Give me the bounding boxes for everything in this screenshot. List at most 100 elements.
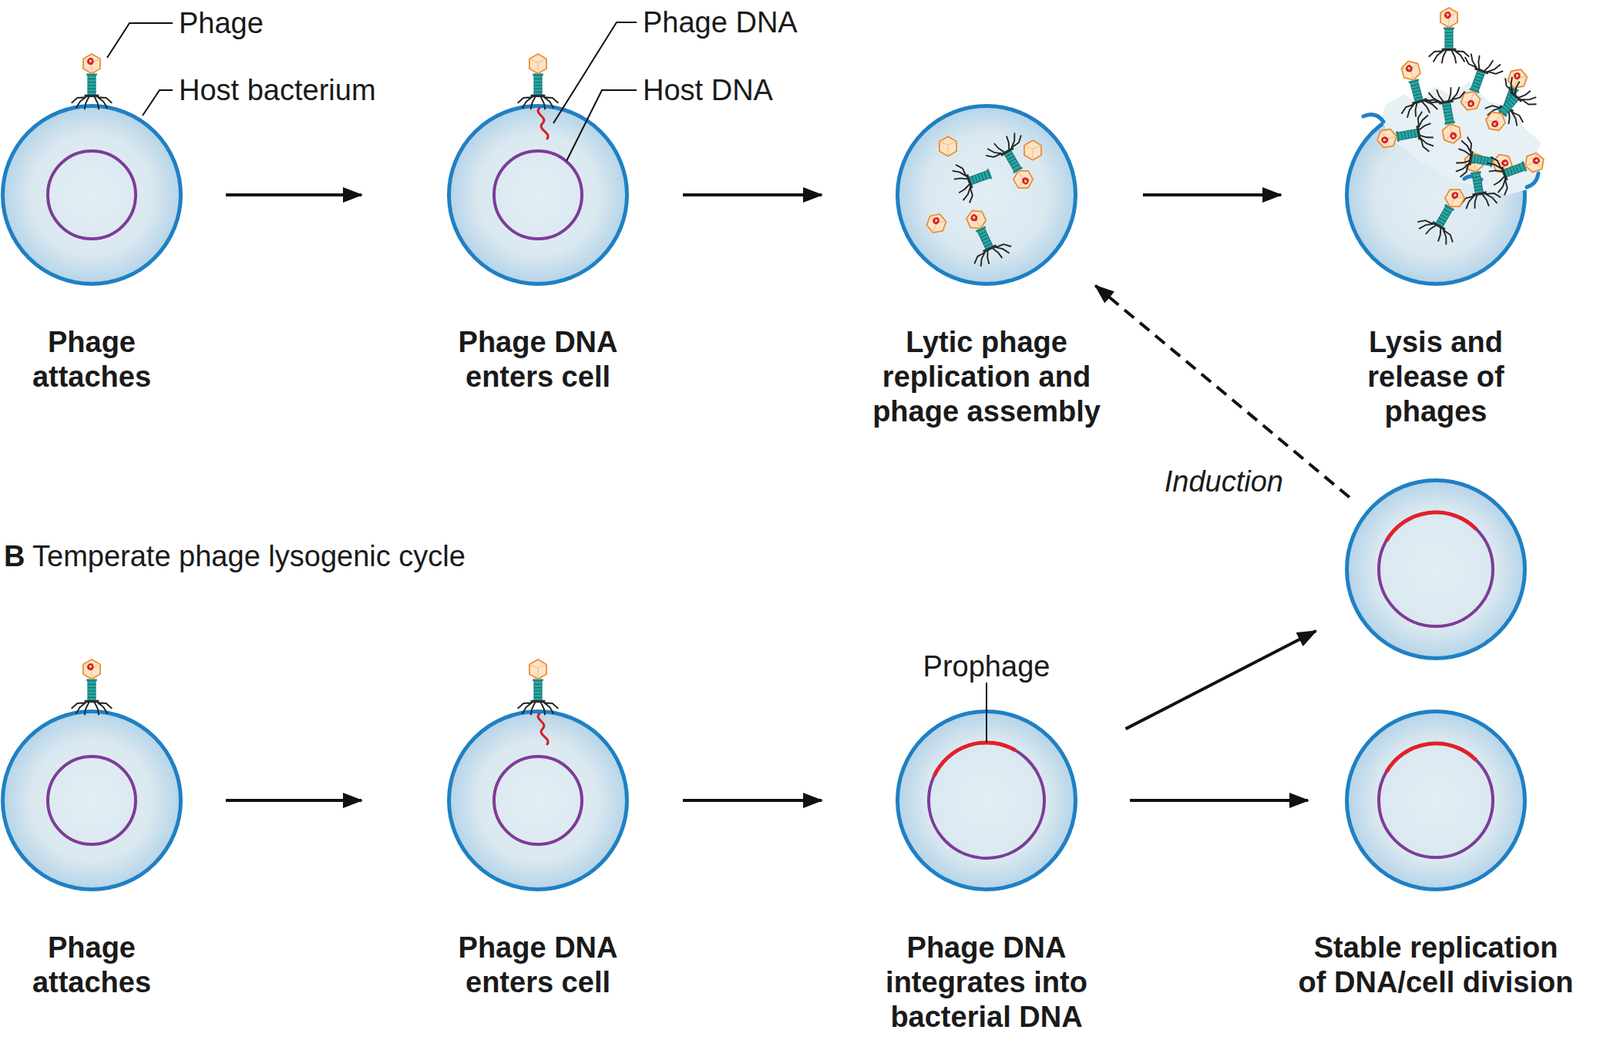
callout-label: Phage DNA xyxy=(642,6,798,38)
induction-arrow xyxy=(1095,285,1350,498)
callout-label: Prophage xyxy=(870,651,1103,683)
leader-line xyxy=(566,90,637,162)
phage-icon xyxy=(1423,84,1473,147)
cell-node: Phage DNA integrates into bacterial DNA xyxy=(895,709,1078,892)
host-dna xyxy=(1378,743,1493,858)
phage-icon xyxy=(517,53,559,110)
cell-outline xyxy=(0,709,183,892)
callout-label: B xyxy=(3,541,25,572)
burst-cloud xyxy=(1383,84,1539,193)
host-dna xyxy=(47,151,136,239)
membrane-fragment xyxy=(1363,114,1384,122)
injected-dna xyxy=(537,107,548,139)
cell-membrane xyxy=(449,106,628,285)
phage-genome xyxy=(932,217,940,225)
cell-membrane xyxy=(897,106,1076,285)
callout-label: Temperate phage lysogenic cycle xyxy=(32,541,466,572)
cell-membrane xyxy=(1347,106,1526,285)
cell-membrane xyxy=(449,712,628,891)
cell-node: Phage DNA enters cell xyxy=(447,104,629,286)
cell-outline xyxy=(1344,104,1527,286)
flow-arrow xyxy=(1126,631,1317,730)
phage-icon xyxy=(1453,135,1516,185)
phage-head xyxy=(1024,140,1042,161)
cell-outline xyxy=(1344,478,1527,661)
host-dna xyxy=(494,151,582,239)
leader-line xyxy=(107,23,173,58)
phage-icon xyxy=(1448,50,1506,118)
phage-icon xyxy=(517,659,559,716)
leader-line xyxy=(985,682,988,743)
leader-line xyxy=(553,22,637,124)
host-dna xyxy=(1378,512,1493,627)
cell-caption: Phage attaches xyxy=(6,931,177,1001)
phage-icon xyxy=(1414,179,1478,249)
host-dna xyxy=(494,756,582,845)
cell-outline xyxy=(447,709,629,892)
cell-node: Phage attaches xyxy=(0,709,183,892)
phage-icon xyxy=(71,53,113,110)
prophage-arc xyxy=(934,742,1016,777)
callout-label: Phage xyxy=(178,7,264,39)
prophage-arc xyxy=(1386,512,1476,542)
injected-dna xyxy=(537,713,548,745)
phage-head xyxy=(939,136,957,157)
flow-arrow xyxy=(682,799,822,803)
phage-icon xyxy=(982,129,1046,199)
cell-membrane xyxy=(1347,480,1526,659)
phage-icon xyxy=(1484,140,1551,198)
flow-arrow xyxy=(682,193,822,197)
phage-icon xyxy=(1482,62,1540,129)
phage-icon xyxy=(1428,7,1470,64)
cell-caption: Phage DNA integrates into bacterial DNA xyxy=(874,931,1099,1036)
cell-caption: Phage DNA enters cell xyxy=(437,325,639,395)
host-dna xyxy=(47,756,136,845)
cell-caption: Phage DNA enters cell xyxy=(437,931,639,1001)
flow-arrow xyxy=(1129,799,1308,803)
flow-arrow xyxy=(225,193,362,197)
cell-node: Phage attaches xyxy=(0,104,183,286)
cell-caption: Phage attaches xyxy=(6,325,177,395)
phage-icon xyxy=(953,201,1014,270)
prophage-arc xyxy=(1386,743,1476,773)
cell-node: Phage DNA enters cell xyxy=(447,709,629,892)
phage-icon xyxy=(1452,148,1502,211)
leader-line xyxy=(142,90,173,116)
membrane-fragment xyxy=(1526,173,1539,188)
cell-node xyxy=(1344,478,1527,661)
cell-outline xyxy=(895,709,1078,892)
cell-outline xyxy=(1344,709,1527,892)
cell-membrane xyxy=(1347,712,1526,891)
phage-icon xyxy=(71,659,113,716)
cell-membrane xyxy=(897,712,1076,891)
phage-tail xyxy=(949,154,998,206)
cell-node: Lytic phage replication and phage assemb… xyxy=(895,104,1078,286)
cell-caption: Stable replication of DNA/cell division xyxy=(1297,931,1575,1001)
capsid xyxy=(924,211,948,236)
phage-head xyxy=(924,211,948,236)
cell-membrane xyxy=(3,106,182,285)
membrane-fragment xyxy=(1464,176,1482,180)
callout-label: Host DNA xyxy=(642,74,774,106)
host-dna xyxy=(928,742,1045,859)
cell-outline xyxy=(447,104,629,286)
cell-node: Lysis and release of phages xyxy=(1344,104,1527,286)
cell-caption: Lysis and release of phages xyxy=(1347,325,1525,430)
phage-icon xyxy=(1473,73,1541,142)
cell-membrane xyxy=(3,712,182,891)
cell-node: Stable replication of DNA/cell division xyxy=(1344,709,1527,892)
phage-icon xyxy=(1373,110,1436,160)
cell-outline xyxy=(895,104,1078,286)
edge-label: Induction xyxy=(1132,466,1284,498)
phage-icon xyxy=(1388,55,1443,120)
cell-outline xyxy=(0,104,183,286)
cell-caption: Lytic phage replication and phage assemb… xyxy=(867,325,1106,430)
flow-arrow xyxy=(1142,193,1281,197)
callout-label: Host bacterium xyxy=(178,74,377,106)
flow-arrow xyxy=(225,799,362,803)
